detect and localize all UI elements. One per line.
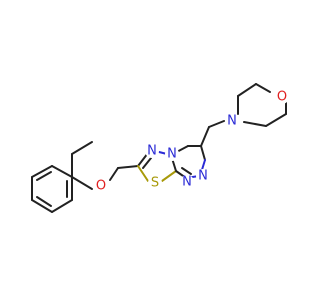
nitrogen-label: N — [198, 169, 208, 184]
atom-labels: O N N S N N N O — [94, 90, 289, 194]
triazole-ring — [170, 145, 206, 179]
morpholine-oxygen-label: O — [277, 90, 287, 105]
nitrogen-label: N — [167, 147, 177, 162]
ch2-c-bond — [117, 165, 139, 169]
sulfur-label: S — [151, 176, 159, 191]
methyl-tip — [71, 141, 93, 155]
aryl-o-bond — [71, 176, 93, 190]
nitrogen-label: N — [182, 175, 192, 190]
nitrogen-label: N — [147, 144, 157, 159]
triazole-ch2 — [200, 126, 210, 147]
molecule-diagram: O N N S N N N O — [31, 83, 289, 213]
oxygen-label: O — [96, 179, 106, 194]
morpholine-ring — [237, 83, 287, 127]
morpholine-nitrogen-label: N — [227, 114, 237, 129]
ch2-morph-n — [208, 120, 225, 128]
structure-canvas: O N N S N N N O — [31, 83, 289, 213]
o-ch2-bond — [109, 167, 119, 181]
benzene-ring — [31, 165, 73, 213]
